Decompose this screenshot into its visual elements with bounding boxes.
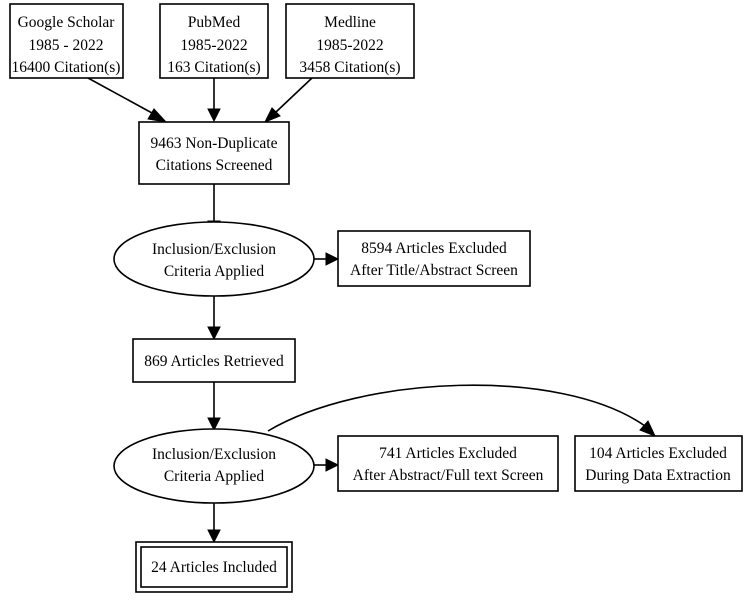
source-years: 1985-2022: [316, 37, 383, 54]
excluded3-line2: During Data Extraction: [585, 467, 731, 484]
node-box: [337, 230, 531, 287]
excluded2-line2: After Abstract/Full text Screen: [353, 467, 544, 484]
node-box: [285, 3, 415, 79]
arrowhead: [147, 108, 168, 123]
criteria1-line1: Inclusion/Exclusion: [152, 241, 276, 258]
arrowhead: [639, 420, 656, 437]
source-node-pubmed: PubMed 1985-2022 163 Citation(s): [159, 3, 269, 79]
source-name: Google Scholar: [18, 14, 116, 31]
source-citations: 3458 Citation(s): [299, 59, 400, 76]
node-articles-included: 24 Articles Included: [135, 541, 293, 593]
source-citations: 16400 Citation(s): [12, 59, 121, 76]
arrowhead: [325, 458, 340, 472]
excluded2-line1: 741 Articles Excluded: [379, 445, 517, 462]
source-years: 1985 - 2022: [29, 37, 104, 54]
node-box: [337, 435, 559, 492]
node-ellipse: [113, 221, 315, 297]
node-ellipse: [113, 428, 315, 504]
node-box: [9, 3, 124, 79]
source-node-medline: Medline 1985-2022 3458 Citation(s): [285, 3, 415, 79]
arrowhead: [325, 252, 340, 266]
node-box: [574, 435, 743, 492]
node-criteria-applied-1: Inclusion/Exclusion Criteria Applied: [113, 221, 315, 297]
node-excluded-full-text: 741 Articles Excluded After Abstract/Ful…: [337, 435, 559, 492]
excluded3-line1: 104 Articles Excluded: [589, 445, 727, 462]
arrowhead: [207, 417, 221, 432]
excluded1-line2: After Title/Abstract Screen: [350, 262, 518, 279]
arrowhead: [263, 107, 281, 123]
node-box: [138, 121, 290, 185]
criteria1-line2: Criteria Applied: [164, 263, 265, 280]
node-excluded-data-extraction: 104 Articles Excluded During Data Extrac…: [574, 435, 743, 492]
included-label: 24 Articles Included: [151, 559, 277, 576]
node-articles-retrieved: 869 Articles Retrieved: [132, 338, 296, 383]
node-citations-screened: 9463 Non-Duplicate Citations Screened: [138, 121, 290, 185]
screened-line2: Citations Screened: [156, 157, 273, 174]
criteria2-line2: Criteria Applied: [164, 468, 265, 485]
node-excluded-title-abstract: 8594 Articles Excluded After Title/Abstr…: [337, 230, 531, 287]
retrieved-label: 869 Articles Retrieved: [144, 353, 284, 370]
node-box: [132, 338, 296, 383]
arrow-google-to-screened: [87, 77, 153, 114]
excluded1-line1: 8594 Articles Excluded: [361, 240, 507, 257]
arrowhead: [207, 326, 221, 341]
arrow-criteria2-to-excluded3: [267, 384, 646, 432]
arrowhead: [207, 108, 221, 123]
source-citations: 163 Citation(s): [167, 59, 260, 76]
screened-line1: 9463 Non-Duplicate: [151, 135, 278, 152]
node-box: [159, 3, 269, 79]
criteria2-line1: Inclusion/Exclusion: [152, 446, 276, 463]
node-box-inner: [140, 546, 288, 588]
arrow-medline-to-screened: [275, 77, 313, 113]
source-name: PubMed: [188, 14, 241, 31]
arrowhead: [207, 529, 221, 544]
source-years: 1985-2022: [180, 37, 247, 54]
source-name: Medline: [324, 14, 376, 31]
source-node-google-scholar: Google Scholar 1985 - 2022 16400 Citatio…: [9, 3, 124, 79]
node-criteria-applied-2: Inclusion/Exclusion Criteria Applied: [113, 428, 315, 504]
